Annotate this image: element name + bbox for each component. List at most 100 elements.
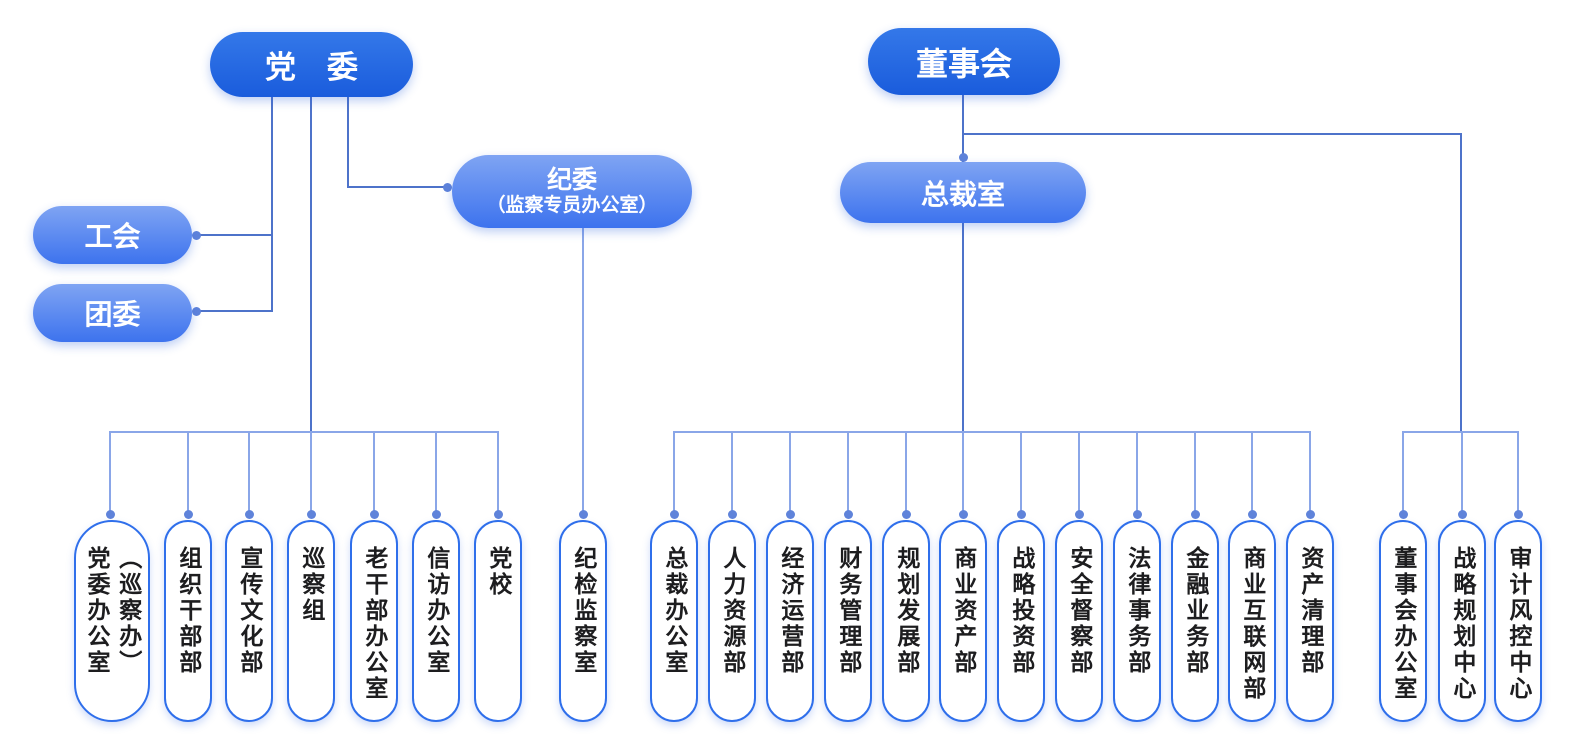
node-label: 安全督察部 [1066,546,1093,676]
node-dept-discipline-supervision-office: 纪检监察室 [559,520,607,722]
connector-dot [245,510,254,519]
connector-dot [307,510,316,519]
connector-line [1309,431,1311,514]
node-label: 巡察组 [298,546,325,624]
connector-line [1020,431,1022,514]
connector-dot [959,510,968,519]
node-label: 总裁室 [920,178,1005,210]
node-label: 法律事务部 [1124,546,1151,676]
connector-line [582,228,584,514]
connector-line [962,222,964,432]
connector-line [347,97,349,187]
connector-line [373,431,375,514]
connector-line [674,431,1310,433]
node-label: 董事会 [915,45,1012,82]
node-label: 规划发展部 [893,546,920,676]
connector-dot [1399,510,1408,519]
node-dept-economic-operation: 经济运营部 [766,520,814,722]
connector-line [962,133,1462,135]
connector-line [497,431,499,514]
node-party-committee: 党 委 [210,32,413,97]
node-dept-publicity-culture: 宣传文化部 [225,520,273,722]
node-dept-strategic-planning-center: 战略规划中心 [1438,520,1486,722]
connector-dot [579,510,588,519]
node-label: 商业互联网部 [1239,546,1266,702]
node-label: 团委 [84,299,141,330]
node-sublabel: （监察专员办公室） [486,194,658,216]
connector-line [673,431,675,514]
node-board: 董事会 [868,28,1060,95]
node-discipline-committee: 纪委 （监察专员办公室） [452,155,692,228]
node-label: 审计风控中心 [1505,546,1532,702]
node-dept-party-school: 党校 [474,520,522,722]
node-label: 战略投资部 [1008,546,1035,676]
node-label: 董事会办公室 [1390,546,1417,702]
connector-dot [1458,510,1467,519]
node-label: 战略规划中心 [1449,546,1476,702]
connector-dot [106,510,115,519]
connector-dot [1017,510,1026,519]
node-dept-safety-supervision: 安全督察部 [1055,520,1103,722]
node-label: 人力资源部 [719,546,746,676]
node-dept-financial-management: 财务管理部 [824,520,872,722]
connector-line [789,431,791,514]
connector-line [194,310,272,312]
connector-dot [432,510,441,519]
connector-line [310,97,312,432]
connector-dot [1133,510,1142,519]
connector-line [187,431,189,514]
node-label: 经济运营部 [777,546,804,676]
connector-line [347,186,446,188]
connector-line [310,431,312,514]
node-labor-union: 工会 [33,206,192,264]
connector-line [109,431,111,514]
connector-dot [1306,510,1315,519]
node-dept-asset-clearing: 资产清理部 [1286,520,1334,722]
node-dept-board-office: 董事会办公室 [1379,520,1427,722]
connector-dot [494,510,503,519]
node-dept-commercial-assets: 商业资产部 [939,520,987,722]
connector-line [1517,431,1519,514]
node-label: 纪检监察室 [570,546,597,676]
connector-line [194,234,272,236]
connector-line [1136,431,1138,514]
connector-dot [1075,510,1084,519]
connector-line [248,431,250,514]
node-label: 资产清理部 [1297,546,1324,676]
connector-line [1194,431,1196,514]
connector-line [110,431,499,433]
connector-dot [370,510,379,519]
node-dept-commercial-internet: 商业互联网部 [1228,520,1276,722]
connector-line [1078,431,1080,514]
node-dept-planning-development: 规划发展部 [882,520,930,722]
node-dept-organization-cadre: 组织干部部 [164,520,212,722]
connector-line [731,431,733,514]
connector-dot [670,510,679,519]
connector-dot [443,183,452,192]
node-label: 组织干部部 [175,546,202,676]
node-dept-inspection-group: 巡察组 [287,520,335,722]
connector-dot [192,231,201,240]
connector-dot [786,510,795,519]
connector-dot [902,510,911,519]
node-label: 信访办公室 [423,546,450,676]
connector-line [1461,431,1463,514]
node-label: 党委办公室（巡察办） [84,546,142,676]
connector-dot [184,510,193,519]
connector-line [271,97,273,312]
connector-line [1402,431,1404,514]
node-label: 金融业务部 [1182,546,1209,676]
node-dept-president-general-office: 总裁办公室 [650,520,698,722]
connector-line [1460,133,1462,432]
node-dept-strategic-investment: 战略投资部 [997,520,1045,722]
node-label: 商业资产部 [950,546,977,676]
connector-dot [959,153,968,162]
connector-dot [192,307,201,316]
node-dept-party-office: 党委办公室（巡察办） [74,520,150,722]
node-dept-petition-office: 信访办公室 [412,520,460,722]
node-youth-league: 团委 [33,284,192,342]
connector-line [962,431,964,514]
connector-dot [1191,510,1200,519]
node-dept-human-resources: 人力资源部 [708,520,756,722]
node-label: 党 委 [265,50,358,85]
